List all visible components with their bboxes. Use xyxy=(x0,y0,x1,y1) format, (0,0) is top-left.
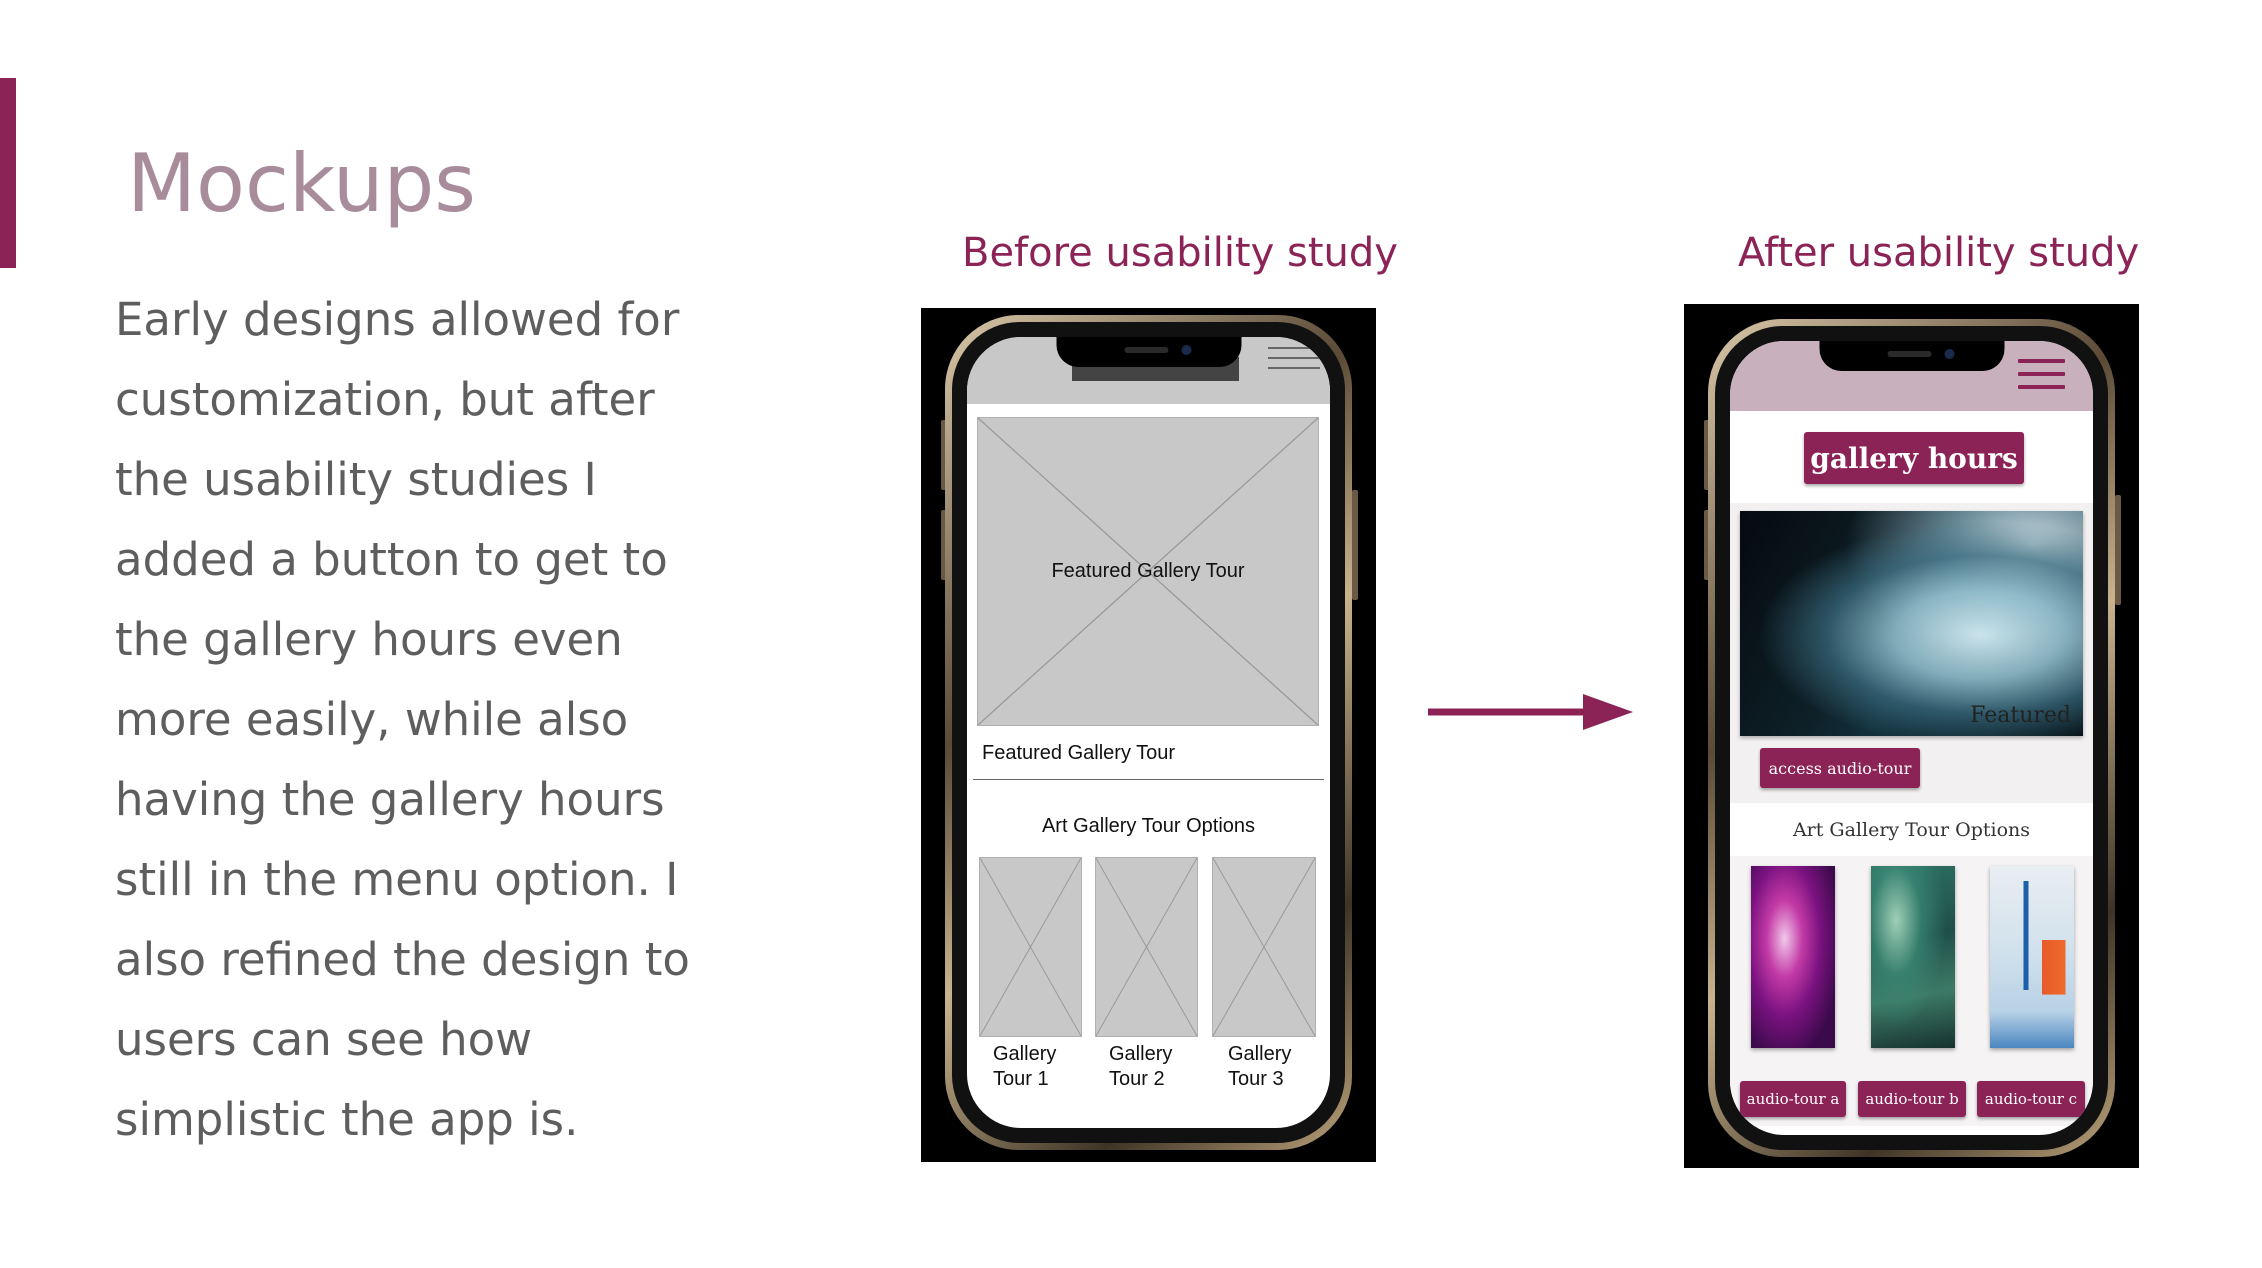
phone-notch xyxy=(1056,337,1241,367)
audio-tour-c-button[interactable]: audio-tour c xyxy=(1977,1081,2085,1117)
wf-tour-thumb[interactable] xyxy=(1212,857,1316,1037)
before-phone: Featured Gallery Tour Featured Gallery T… xyxy=(945,315,1352,1150)
phone-notch xyxy=(1819,341,2004,371)
placeholder-x-icon xyxy=(1096,858,1197,1036)
hf-options-heading: Art Gallery Tour Options xyxy=(1792,819,2031,841)
phone-side-button xyxy=(1352,490,1358,600)
wf-tour-thumb[interactable] xyxy=(1095,857,1198,1037)
wf-featured-image-text: Featured Gallery Tour xyxy=(1051,560,1245,582)
wf-tour-label-line: Gallery xyxy=(1109,1043,1173,1065)
wf-options-heading: Art Gallery Tour Options xyxy=(1041,815,1256,837)
tour-a-artwork[interactable] xyxy=(1751,866,1835,1048)
phone-side-button xyxy=(941,510,947,580)
wf-tour-label-line: Gallery xyxy=(1228,1043,1292,1065)
phone-side-button xyxy=(2115,495,2121,605)
wf-tour-label[interactable]: Gallery Tour 2 xyxy=(1109,1042,1172,1092)
hamburger-menu-icon[interactable] xyxy=(1268,347,1320,379)
slide-body-text: Early designs allowed for customization,… xyxy=(115,293,690,1146)
after-phone: gallery hours Featured access audio-tour… xyxy=(1708,319,2115,1157)
placeholder-x-icon xyxy=(980,858,1081,1036)
wf-tour-label[interactable]: Gallery Tour 1 xyxy=(993,1042,1056,1092)
audio-tour-a-button[interactable]: audio-tour a xyxy=(1740,1081,1846,1117)
wf-tour-label-line: Gallery xyxy=(993,1043,1057,1065)
access-audio-tour-button[interactable]: access audio-tour xyxy=(1760,748,1920,788)
accent-bar xyxy=(0,78,16,268)
gallery-hours-button[interactable]: gallery hours xyxy=(1804,432,2024,484)
wf-tour-thumb[interactable] xyxy=(979,857,1082,1037)
wf-tour-label[interactable]: Gallery Tour 3 xyxy=(1228,1042,1291,1092)
before-phone-screen: Featured Gallery Tour Featured Gallery T… xyxy=(967,337,1330,1128)
wf-featured-image[interactable]: Featured Gallery Tour xyxy=(977,417,1319,726)
placeholder-x-icon xyxy=(978,418,1318,725)
phone-side-button xyxy=(941,420,947,490)
wf-tour-label-line: Tour 1 xyxy=(993,1068,1049,1090)
wf-divider xyxy=(973,779,1324,780)
before-label: Before usability study xyxy=(962,230,1398,276)
tour-c-artwork[interactable] xyxy=(1990,866,2074,1048)
featured-label: Featured xyxy=(1970,703,2071,728)
hamburger-menu-icon[interactable] xyxy=(2018,359,2065,398)
wf-tour-label-line: Tour 3 xyxy=(1228,1068,1284,1090)
slide-title: Mockups xyxy=(127,137,476,230)
featured-artwork-image[interactable]: Featured xyxy=(1740,511,2083,736)
phone-side-button xyxy=(1704,420,1710,490)
tour-b-artwork[interactable] xyxy=(1871,866,1955,1048)
phone-side-button xyxy=(1704,510,1710,580)
wf-tour-label-line: Tour 2 xyxy=(1109,1068,1165,1090)
placeholder-x-icon xyxy=(1213,858,1315,1036)
after-label: After usability study xyxy=(1738,230,2140,276)
wf-featured-caption: Featured Gallery Tour xyxy=(982,742,1176,764)
audio-tour-b-button[interactable]: audio-tour b xyxy=(1858,1081,1966,1117)
after-phone-screen: gallery hours Featured access audio-tour… xyxy=(1730,341,2093,1135)
arrow-right-icon xyxy=(1428,694,1633,730)
